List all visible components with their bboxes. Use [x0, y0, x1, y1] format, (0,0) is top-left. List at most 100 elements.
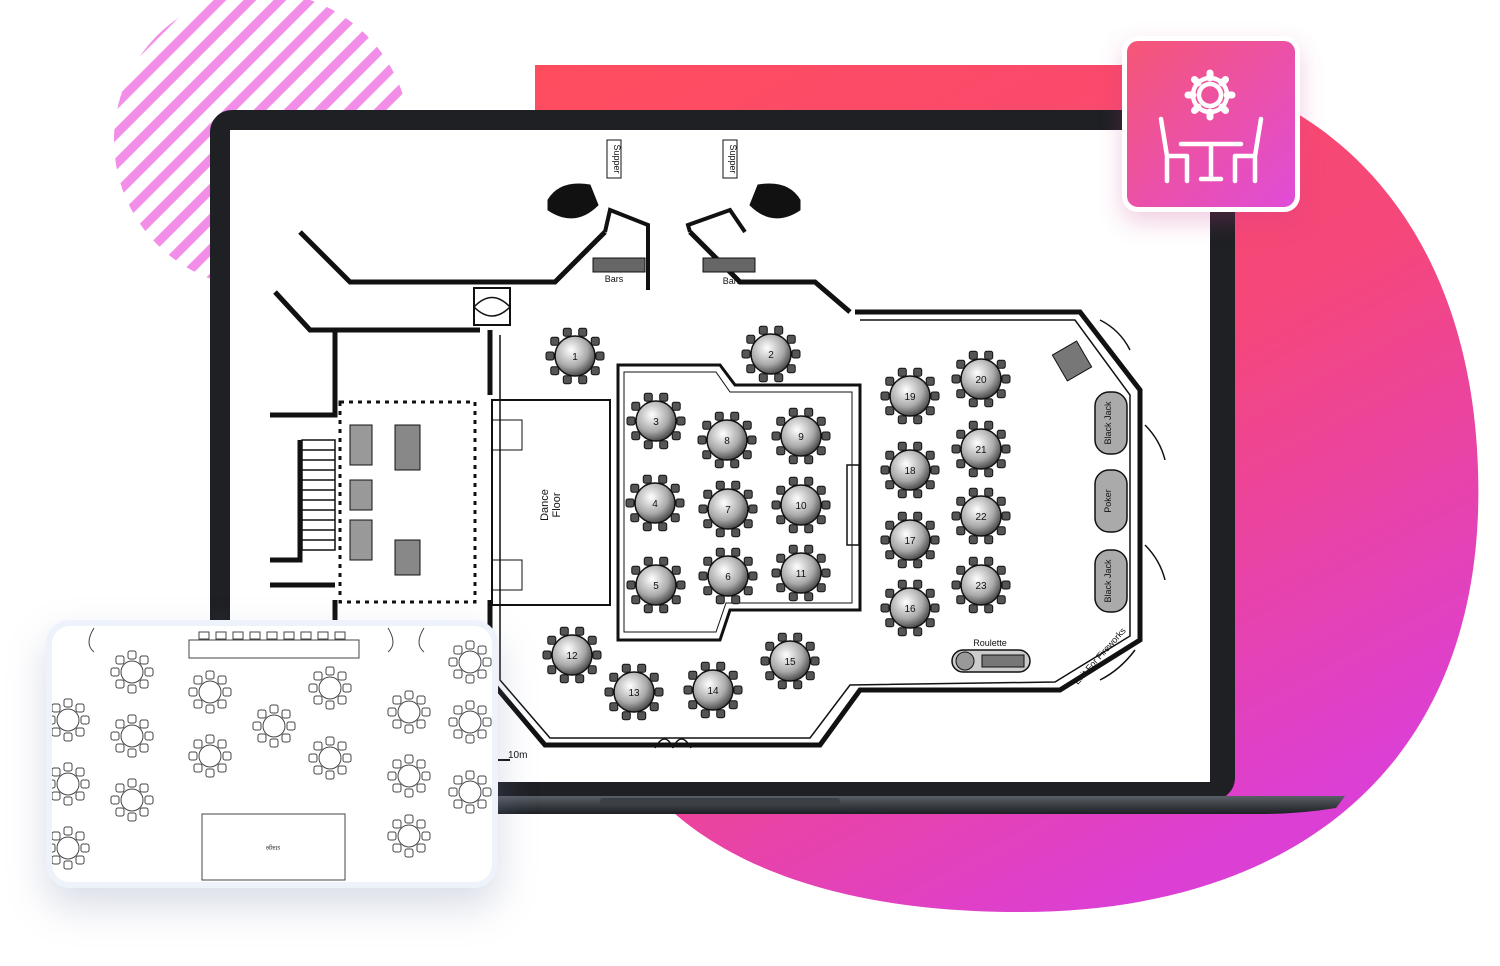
- chair: [547, 635, 557, 645]
- chair: [984, 604, 994, 614]
- chair: [626, 416, 636, 426]
- table-top: [960, 495, 1002, 537]
- mini-chair: [139, 807, 149, 817]
- chair: [996, 595, 1006, 605]
- chair: [897, 559, 907, 569]
- mini-table: [308, 736, 352, 780]
- chair: [604, 687, 614, 697]
- chair: [676, 416, 686, 426]
- game-table-label-2: Poker: [1103, 489, 1113, 513]
- chair: [1001, 444, 1011, 454]
- chair: [659, 392, 669, 402]
- mini-chair: [453, 775, 463, 785]
- chair: [703, 556, 713, 566]
- mini-chair: [281, 709, 291, 719]
- chair: [715, 547, 725, 557]
- mini-table-top: [397, 824, 421, 848]
- chair: [930, 465, 940, 475]
- mini-chair: [193, 699, 203, 709]
- table-number: 2: [768, 350, 774, 361]
- mini-chair: [477, 645, 487, 655]
- chair: [631, 565, 641, 575]
- chair: [925, 480, 935, 490]
- mini-chair: [63, 826, 73, 836]
- mini-chair: [392, 719, 402, 729]
- chair: [885, 588, 895, 598]
- chair: [786, 364, 796, 374]
- chair: [758, 373, 768, 383]
- mini-chair: [416, 819, 426, 829]
- chair: [654, 687, 664, 697]
- table-top: [554, 335, 596, 377]
- mini-chair: [477, 799, 487, 809]
- chair: [996, 496, 1006, 506]
- mini-chair: [188, 751, 198, 761]
- chair: [730, 411, 740, 421]
- chair: [631, 595, 641, 605]
- chair: [643, 392, 653, 402]
- chair: [816, 446, 826, 456]
- mini-table-top: [56, 836, 80, 860]
- chair: [743, 586, 753, 596]
- mini-table-top: [56, 772, 80, 796]
- chair: [590, 336, 600, 346]
- chair: [733, 685, 743, 695]
- chair: [703, 489, 713, 499]
- mini-chair: [325, 700, 335, 710]
- mini-chair: [188, 687, 198, 697]
- chair: [731, 528, 741, 538]
- chair: [760, 656, 770, 666]
- chair: [880, 391, 890, 401]
- chair: [626, 580, 636, 590]
- mini-head-chair: [300, 631, 312, 640]
- mini-chair: [52, 715, 56, 725]
- table-number: 23: [975, 581, 987, 592]
- mini-chair: [252, 721, 262, 731]
- chair: [793, 632, 803, 642]
- chair: [550, 336, 560, 346]
- mini-table-top: [397, 764, 421, 788]
- chair: [913, 627, 923, 637]
- dance-floor-label: DanceFloor: [539, 489, 563, 521]
- mini-chair: [404, 724, 414, 734]
- chair: [805, 671, 815, 681]
- mini-stage: [201, 813, 346, 881]
- supper-label-left: Supper: [612, 144, 622, 173]
- chair: [547, 665, 557, 675]
- mini-chair: [325, 736, 335, 746]
- mini-chair: [205, 768, 215, 778]
- chair: [703, 519, 713, 529]
- mini-floor-plan-card: stage: [46, 620, 498, 888]
- chair: [821, 568, 831, 578]
- mini-chair: [205, 704, 215, 714]
- chair: [637, 663, 647, 673]
- chair: [659, 556, 669, 566]
- chair: [996, 389, 1006, 399]
- table-top: [750, 333, 792, 375]
- mini-chair: [144, 731, 154, 741]
- chair: [658, 474, 668, 484]
- chair: [659, 440, 669, 450]
- chair: [748, 571, 758, 581]
- mini-table: [252, 704, 296, 748]
- mini-chair: [465, 734, 475, 744]
- chair: [885, 480, 895, 490]
- round-table: 19: [880, 367, 940, 425]
- mini-head-chair: [283, 631, 295, 640]
- mini-chair: [416, 719, 426, 729]
- chair: [700, 661, 710, 671]
- chair: [621, 663, 631, 673]
- mini-chair: [477, 705, 487, 715]
- round-table: 18: [880, 441, 940, 499]
- chair: [776, 553, 786, 563]
- round-table: 3: [626, 392, 686, 450]
- chair: [671, 595, 681, 605]
- chair: [788, 592, 798, 602]
- chair: [880, 535, 890, 545]
- mini-chair: [308, 753, 318, 763]
- chair: [742, 450, 752, 460]
- chair: [956, 459, 966, 469]
- chair: [643, 440, 653, 450]
- table-top: [960, 564, 1002, 606]
